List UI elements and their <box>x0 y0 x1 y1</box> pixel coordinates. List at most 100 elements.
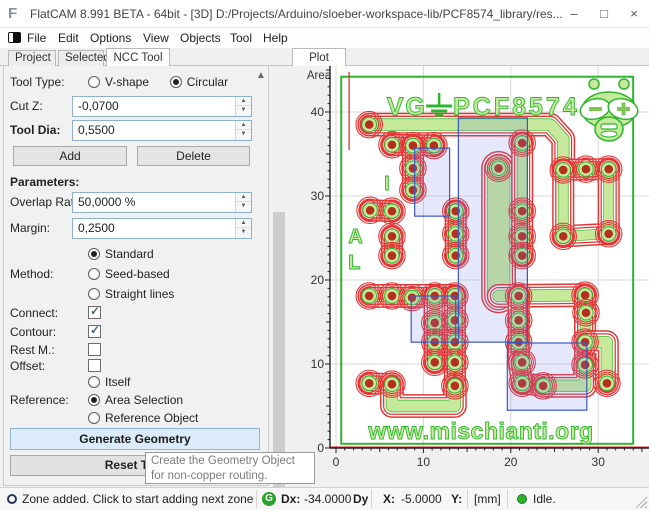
window-title: FlatCAM 8.991 BETA - 64bit - [3D] D:/Pro… <box>30 7 563 21</box>
menu-objects[interactable]: Objects <box>180 31 221 45</box>
tool-type-options: V-shape Circular <box>88 72 228 92</box>
tooltip-line1: Create the Geometry Object <box>151 455 295 467</box>
cut-z-spin-buttons[interactable]: ▲▼ <box>235 97 251 116</box>
generate-geometry-button[interactable]: Generate Geometry <box>10 428 260 450</box>
scroll-up-icon[interactable]: ▲ <box>256 70 266 81</box>
selection-zone[interactable] <box>457 117 529 343</box>
tab-plot-area[interactable]: Plot Area <box>292 48 346 82</box>
silk-letter-l: L <box>348 252 360 274</box>
rest-checkbox[interactable] <box>88 343 101 356</box>
seed-label: Seed-based <box>105 267 170 281</box>
radio-v-shape[interactable] <box>88 76 100 88</box>
dx-value: -34.0000 <box>304 492 352 506</box>
panel-toggle-icon[interactable] <box>8 32 21 43</box>
reference-object-label: Reference Object <box>105 411 199 425</box>
connect-checkbox[interactable] <box>88 304 101 319</box>
tool-type-label: Tool Type: <box>10 75 65 89</box>
reference-label: Reference: <box>10 393 69 407</box>
status-state: Idle. <box>533 492 556 506</box>
radio-area-selection[interactable] <box>88 394 100 406</box>
close-button[interactable]: × <box>630 6 638 21</box>
selection-zone[interactable] <box>414 147 451 217</box>
cut-z-label: Cut Z: <box>10 99 43 113</box>
tooltip: Create the Geometry Object for non-coppe… <box>145 452 315 484</box>
menu-options[interactable]: Options <box>90 31 132 45</box>
selection-zone[interactable] <box>410 295 457 343</box>
add-button[interactable]: Add <box>13 146 127 166</box>
radio-circular[interactable] <box>169 76 182 88</box>
units-label: [mm] <box>474 492 501 506</box>
delete-button[interactable]: Delete <box>137 146 250 166</box>
radio-seed-based[interactable] <box>88 268 100 280</box>
contour-label: Contour: <box>10 325 57 339</box>
selection-zone[interactable] <box>506 342 588 411</box>
y-axis-tick-label: 20 <box>311 273 325 287</box>
menu-view[interactable]: View <box>143 31 169 45</box>
status-zone-icon <box>7 494 17 504</box>
radio-reference-object[interactable] <box>88 412 100 424</box>
silk-letter-a: A <box>348 226 362 248</box>
minimize-button[interactable]: – <box>570 6 578 21</box>
overlap-spin-buttons[interactable]: ▲▼ <box>235 193 251 212</box>
reference-object-row: Reference Object <box>88 408 198 428</box>
cut-z-input[interactable]: -0,0700 ▲▼ <box>72 96 252 117</box>
overlap-input[interactable]: 50,0000 % ▲▼ <box>72 192 252 213</box>
offset-checkbox[interactable] <box>88 359 101 372</box>
menu-edit[interactable]: Edit <box>58 31 79 45</box>
scrollbar-thumb[interactable] <box>273 212 285 487</box>
tab-project[interactable]: Project <box>8 50 56 66</box>
method-standard-row: Standard <box>88 244 154 264</box>
maximize-button[interactable]: □ <box>600 6 608 21</box>
margin-value: 0,2500 <box>78 221 115 235</box>
x-label: X: <box>383 492 395 506</box>
y-label: Y: <box>451 492 463 506</box>
overlap-value: 50,0000 % <box>78 195 136 209</box>
menu-file[interactable]: File <box>27 31 47 45</box>
itself-label: Itself <box>105 375 131 389</box>
parameters-label: Parameters: <box>10 175 80 189</box>
grid-snap-icon[interactable]: G <box>262 492 276 506</box>
margin-input[interactable]: 0,2500 ▲▼ <box>72 218 252 239</box>
dx-label: Dx: <box>281 492 301 506</box>
resize-grip[interactable] <box>635 496 647 508</box>
y-axis-tick-label: 0 <box>317 441 324 455</box>
cut-z-value: -0,0700 <box>78 99 119 113</box>
menu-tool[interactable]: Tool <box>230 31 253 45</box>
silk-letter-i: I <box>384 173 390 195</box>
contour-checkbox[interactable] <box>88 323 101 338</box>
x-axis-tick-label: 0 <box>333 455 340 469</box>
silk-chip-text: PCF8574 <box>453 93 580 121</box>
method-straight-row: Straight lines <box>88 284 174 304</box>
y-axis-tick-label: 40 <box>311 105 325 119</box>
tool-dia-spin-buttons[interactable]: ▲▼ <box>235 121 251 140</box>
status-idle-icon <box>517 494 527 504</box>
tab-selected[interactable]: Selected <box>58 50 110 66</box>
radio-itself[interactable] <box>88 376 100 388</box>
y-axis-tick-label: 10 <box>311 357 325 371</box>
tool-dia-input[interactable]: 0,5500 ▲▼ <box>72 120 252 141</box>
x-axis-tick-label: 30 <box>592 455 606 469</box>
radio-standard[interactable] <box>88 248 100 260</box>
overlap-label: Overlap Rate: <box>10 195 85 209</box>
panel-scrollbar[interactable] <box>272 66 286 487</box>
dy-label: Dy <box>353 492 369 506</box>
tab-ncc-tool[interactable]: NCC Tool <box>106 48 170 66</box>
margin-label: Margin: <box>10 221 51 235</box>
tooltip-line2: for non-copper routing. <box>151 470 268 482</box>
x-axis-tick-label: 20 <box>504 455 518 469</box>
margin-spin-buttons[interactable]: ▲▼ <box>235 219 251 238</box>
menu-help[interactable]: Help <box>263 31 288 45</box>
standard-label: Standard <box>105 247 154 261</box>
title-bar: F FlatCAM 8.991 BETA - 64bit - [3D] D:/P… <box>0 0 649 28</box>
status-bar: Zone added. Click to start adding next z… <box>0 487 649 510</box>
tool-type-row: Tool Type: <box>10 72 64 92</box>
status-message: Zone added. Click to start adding next z… <box>22 492 255 506</box>
x-axis-tick-label: 10 <box>417 455 431 469</box>
tab-row: Project Selected NCC Tool Plot Area <box>0 48 649 82</box>
radio-straight-lines[interactable] <box>88 288 100 300</box>
rest-label: Rest M.: <box>10 343 55 357</box>
x-value: -5.0000 <box>401 492 442 506</box>
